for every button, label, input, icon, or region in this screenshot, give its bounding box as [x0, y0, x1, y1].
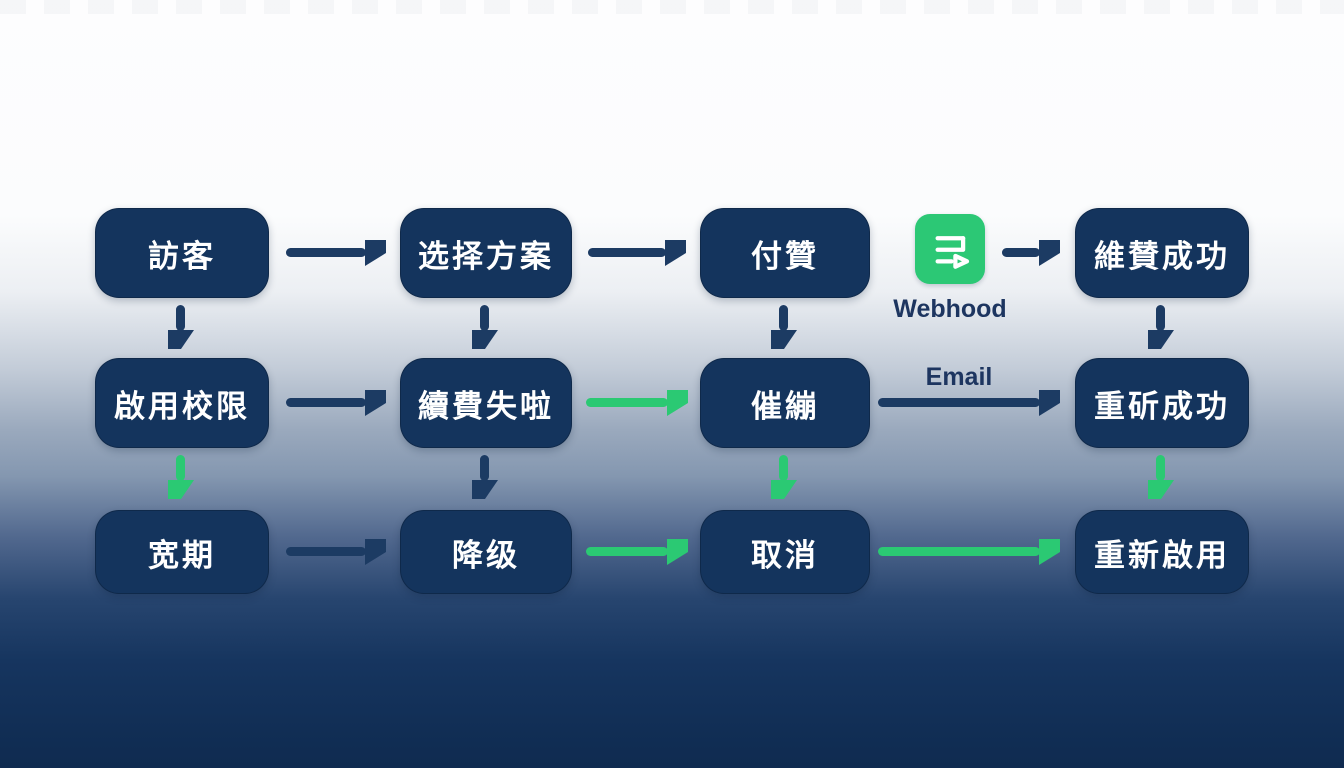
webhook-badge: [915, 214, 985, 284]
arrowhead-right-icon: [1039, 538, 1060, 565]
node-dunning: 催繃: [700, 358, 870, 448]
webhook-list-icon: [935, 236, 970, 269]
arrowhead-down-icon: [1147, 330, 1174, 349]
node-label: 重新啟用: [1094, 537, 1230, 573]
arrowhead-down-icon: [1147, 480, 1174, 499]
arrowhead-down-icon: [471, 330, 498, 349]
email-caption: Email: [925, 363, 993, 391]
arrow-retry-success-to-reactivate: [1147, 455, 1174, 499]
node-label: 啟用校限: [114, 388, 250, 424]
arrow-webhook-to-renew-success: [1002, 239, 1060, 266]
arrow-renew-success-to-retry-success: [1147, 305, 1174, 349]
node-label: 續費失啦: [418, 388, 554, 424]
arrow-activate-to-grace: [167, 455, 194, 499]
node-retry-success: 重斫成功: [1075, 358, 1249, 448]
node-label: 取消: [751, 537, 819, 573]
arrowhead-down-icon: [770, 480, 797, 499]
arrowhead-right-icon: [667, 538, 688, 565]
node-renew-success: 維賛成功: [1075, 208, 1249, 298]
node-activate-permission: 啟用校限: [95, 358, 269, 448]
arrowhead-right-icon: [365, 239, 386, 266]
arrow-renew-failed-to-dunning: [586, 389, 688, 416]
arrow-downgrade-to-cancel: [586, 538, 688, 565]
arrow-renew-failed-to-downgrade: [471, 455, 498, 499]
node-visitor: 訪客: [95, 208, 269, 298]
arrowhead-right-icon: [1039, 239, 1060, 266]
node-label: 付贊: [751, 238, 819, 274]
node-cancel: 取消: [700, 510, 870, 594]
arrow-dunning-to-retry-success-email: [878, 389, 1060, 416]
node-reactivate: 重新啟用: [1075, 510, 1249, 594]
arrowhead-right-icon: [1039, 389, 1060, 416]
node-payment: 付贊: [700, 208, 870, 298]
arrow-visitor-to-activate: [167, 305, 194, 349]
arrowhead-down-icon: [167, 330, 194, 349]
node-choose-plan: 选择方案: [400, 208, 572, 298]
arrowhead-right-icon: [665, 239, 686, 266]
arrow-choose-plan-to-renew-failed: [471, 305, 498, 349]
arrow-grace-to-downgrade: [286, 538, 386, 565]
arrowhead-down-icon: [770, 330, 797, 349]
node-label: 降级: [452, 537, 520, 573]
arrow-cancel-to-reactivate: [878, 538, 1060, 565]
arrow-activate-to-renew-failed: [286, 389, 386, 416]
node-label: 宽期: [148, 537, 216, 573]
arrowhead-down-icon: [471, 480, 498, 499]
node-grace-period: 宽期: [95, 510, 269, 594]
node-renew-failed: 續費失啦: [400, 358, 572, 448]
arrowhead-right-icon: [365, 538, 386, 565]
arrow-payment-to-dunning: [770, 305, 797, 349]
arrow-dunning-to-cancel: [770, 455, 797, 499]
top-noise-strip: [0, 0, 1344, 14]
node-label: 选择方案: [418, 238, 554, 274]
node-label: 重斫成功: [1094, 388, 1230, 424]
arrow-visitor-to-choose-plan: [286, 239, 386, 266]
arrowhead-right-icon: [365, 389, 386, 416]
node-label: 催繃: [751, 388, 819, 424]
node-label: 訪客: [148, 238, 216, 274]
node-label: 維賛成功: [1094, 238, 1230, 274]
node-downgrade: 降级: [400, 510, 572, 594]
arrow-choose-plan-to-payment: [588, 239, 686, 266]
webhook-caption: Webhood: [893, 295, 1007, 323]
arrowhead-right-icon: [667, 389, 688, 416]
arrowhead-down-icon: [167, 480, 194, 499]
